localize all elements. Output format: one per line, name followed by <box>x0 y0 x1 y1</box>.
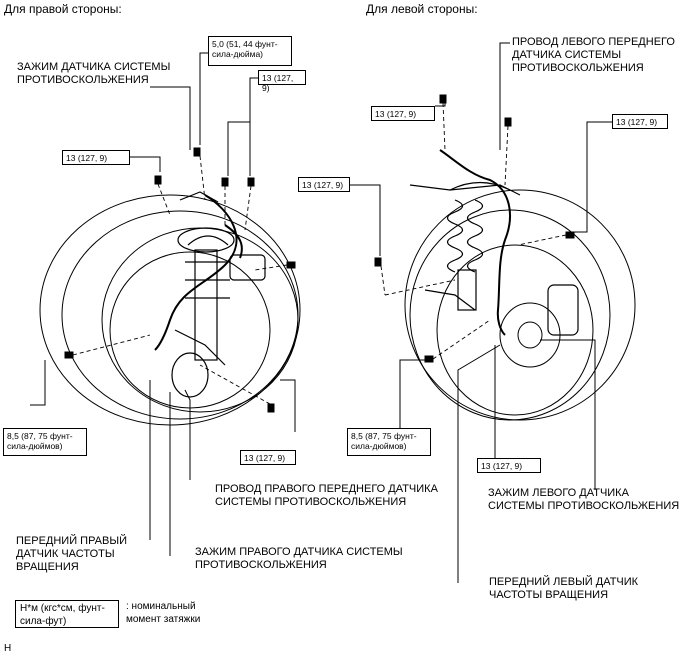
legend-description: : номинальный момент затяжки <box>126 601 201 625</box>
figure-code: H <box>4 643 12 654</box>
label-left-sensor-wire: ПРОВОД ЛЕВОГО ПЕРЕДНЕГО ДАТЧИКА СИСТЕМЫ … <box>512 36 675 74</box>
torque-box-left-13-c: 13 (127, 9) <box>298 177 350 192</box>
torque-box-right-13-c: 13 (127, 9) <box>240 450 296 465</box>
right-sensor-wire <box>154 194 243 351</box>
label-right-sensor-wire: ПРОВОД ПРАВОГО ПЕРЕДНЕГО ДАТЧИКА СИСТЕМЫ… <box>215 483 438 508</box>
torque-box-left-13-b: 13 (127, 9) <box>612 114 668 129</box>
torque-box-right-13-a: 13 (127, 9) <box>258 70 306 93</box>
dashed-lines <box>72 102 567 405</box>
torque-box-right-5-0: 5,0 (51, 44 фунт- сила-дюйма) <box>208 36 292 66</box>
torque-box-right-13-b: 13 (127, 9) <box>62 150 130 165</box>
heading-right-side: Для правой стороны: <box>4 2 122 16</box>
leader-lines <box>30 42 612 583</box>
torque-box-left-13-d: 13 (127, 9) <box>477 458 541 473</box>
legend-units-box: Н*м (кгс*см, фунт- сила-фут) <box>15 600 119 628</box>
torque-box-left-13-a: 13 (127, 9) <box>371 106 435 121</box>
heading-left-side: Для левой стороны: <box>366 2 478 16</box>
right-wheel-tire <box>39 194 301 426</box>
left-bolts <box>374 94 575 363</box>
left-sensor-wire <box>439 149 511 336</box>
label-left-speed-sensor: ПЕРЕДНИЙ ЛЕВЫЙ ДАТЧИК ЧАСТОТЫ ВРАЩЕНИЯ <box>489 576 639 601</box>
label-right-sensor-clamp-top: ЗАЖИМ ДАТЧИКА СИСТЕМЫ ПРОТИВОСКОЛЬЖЕНИЯ <box>17 61 171 86</box>
label-left-sensor-clamp: ЗАЖИМ ЛЕВОГО ДАТЧИКА СИСТЕМЫ ПРОТИВОСКОЛ… <box>488 487 680 512</box>
left-wheel-tire <box>404 189 636 421</box>
label-right-sensor-clamp-bottom: ЗАЖИМ ПРАВОГО ДАТЧИКА СИСТЕМЫ ПРОТИВОСКО… <box>195 546 403 571</box>
label-right-speed-sensor: ПЕРЕДНИЙ ПРАВЫЙ ДАТЧИК ЧАСТОТЫ ВРАЩЕНИЯ <box>16 535 128 573</box>
torque-box-right-8-5: 8,5 (87, 75 фунт- сила-дюймов) <box>3 428 87 456</box>
torque-box-left-8-5: 8,5 (87, 75 фунт- сила-дюймов) <box>347 428 431 456</box>
left-strut <box>409 181 579 336</box>
